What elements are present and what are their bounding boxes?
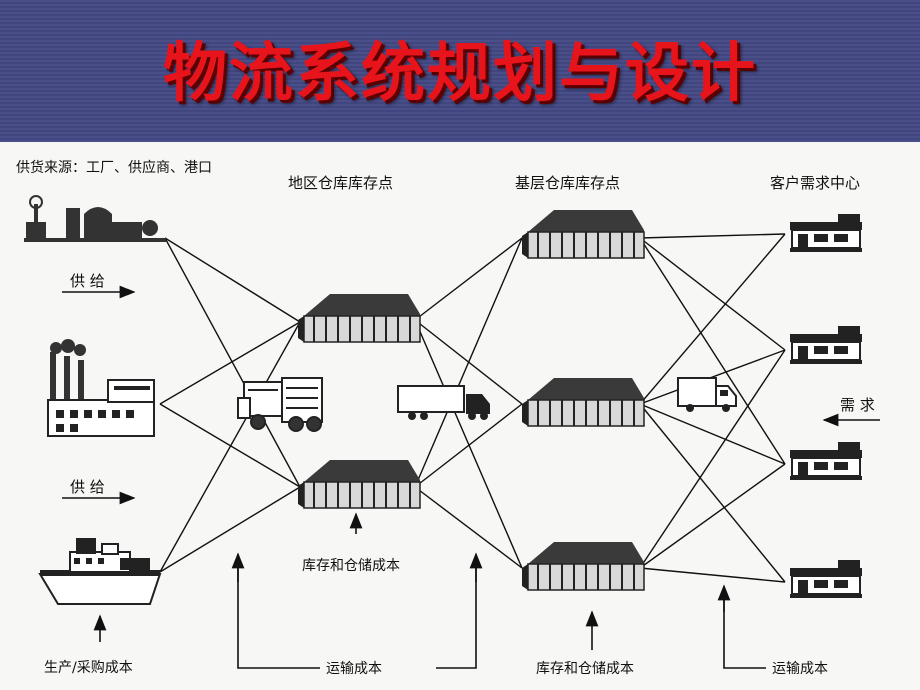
demand-label: 需 求 bbox=[840, 396, 875, 414]
customer-store-2-icon bbox=[789, 325, 863, 365]
customer-store-1-icon bbox=[789, 213, 863, 253]
transport-cost-bracket-2 bbox=[717, 584, 766, 669]
customer-center-label: 客户需求中心 bbox=[770, 174, 860, 192]
supply-label-bottom: 供 给 bbox=[70, 478, 105, 496]
inventory-cost-label-2: 库存和仓储成本 bbox=[536, 661, 634, 677]
transport-cost-label-1: 运输成本 bbox=[326, 661, 382, 677]
supply-label-top: 供 给 bbox=[70, 272, 105, 290]
base-warehouse-3-icon bbox=[521, 541, 645, 591]
box-truck-icon bbox=[677, 377, 737, 412]
semi-truck-icon bbox=[397, 385, 490, 420]
farm-icon bbox=[24, 195, 166, 242]
base-warehouse-1-icon bbox=[521, 209, 645, 259]
supply-source-label: 供货来源：工厂、供应商、港口 bbox=[16, 159, 212, 176]
ship-icon bbox=[38, 538, 162, 605]
inventory-cost-label-1: 库存和仓储成本 bbox=[302, 558, 400, 574]
customer-store-3-icon bbox=[789, 441, 863, 481]
regional-warehouse-label: 地区仓库库存点 bbox=[288, 174, 393, 192]
factory-icon bbox=[47, 339, 155, 437]
customer-store-4-icon bbox=[789, 559, 863, 599]
slide-title: 物流系统规划与设计 bbox=[163, 37, 757, 111]
network-lines bbox=[159, 233, 786, 583]
regional-warehouse-2-icon bbox=[297, 459, 421, 509]
base-warehouse-2-icon bbox=[521, 377, 645, 427]
production-cost-label: 生产/采购成本 bbox=[44, 660, 133, 676]
logistics-network-diagram: 供货来源：工厂、供应商、港口 地区仓库库存点 基层仓库库存点 客户需求中心 bbox=[0, 142, 920, 690]
heavy-truck-icon bbox=[237, 377, 323, 432]
transport-cost-label-2: 运输成本 bbox=[772, 661, 828, 677]
transport-cost-bracket-1 bbox=[231, 552, 483, 669]
regional-warehouse-1-icon bbox=[297, 293, 421, 343]
base-warehouse-label: 基层仓库库存点 bbox=[515, 174, 620, 192]
